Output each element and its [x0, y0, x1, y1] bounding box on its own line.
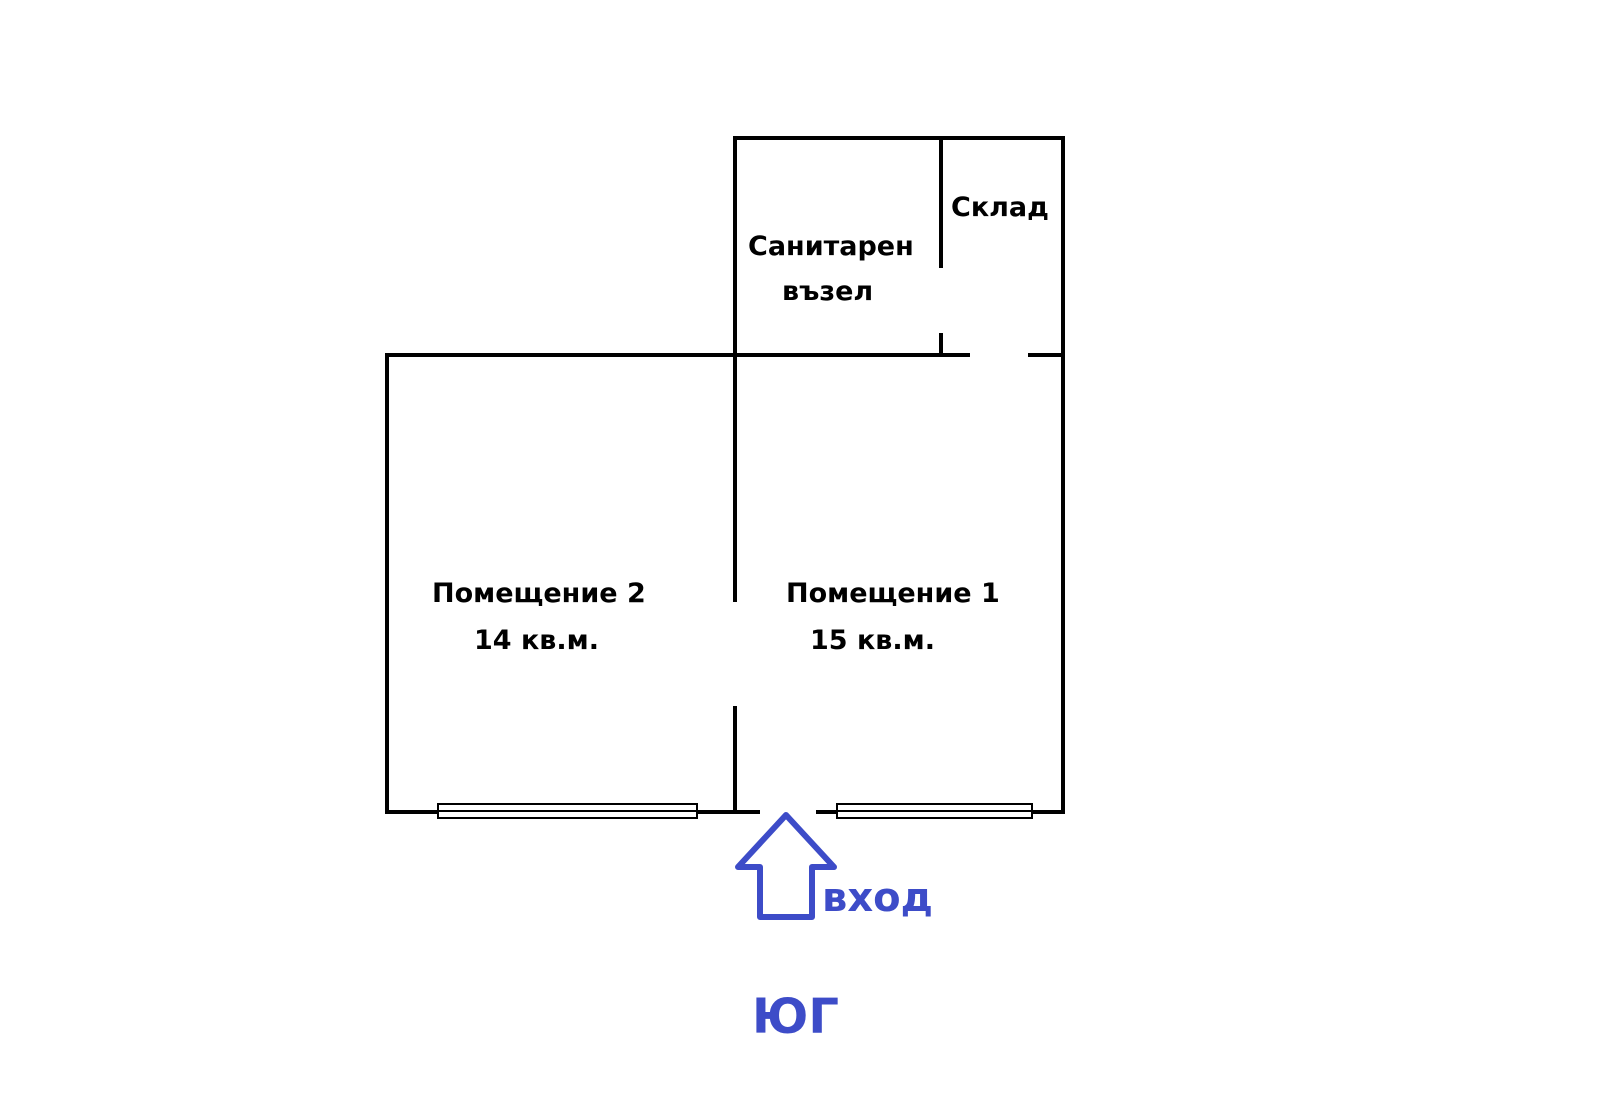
label-room2-name: Помещение 2: [432, 578, 646, 609]
south-label: ЮГ: [752, 989, 839, 1045]
label-room1-area: 15 кв.м.: [810, 625, 935, 656]
label-sanitary: Санитарен: [748, 231, 914, 262]
label-room2-area: 14 кв.м.: [474, 625, 599, 656]
label-room1-name: Помещение 1: [786, 578, 1000, 609]
entrance-label: вход: [822, 875, 933, 921]
up-arrow-icon: [735, 812, 837, 920]
label-sanitary-2: възел: [782, 276, 874, 307]
annex-walls: [733, 136, 1065, 357]
label-storage: Склад: [951, 192, 1049, 223]
